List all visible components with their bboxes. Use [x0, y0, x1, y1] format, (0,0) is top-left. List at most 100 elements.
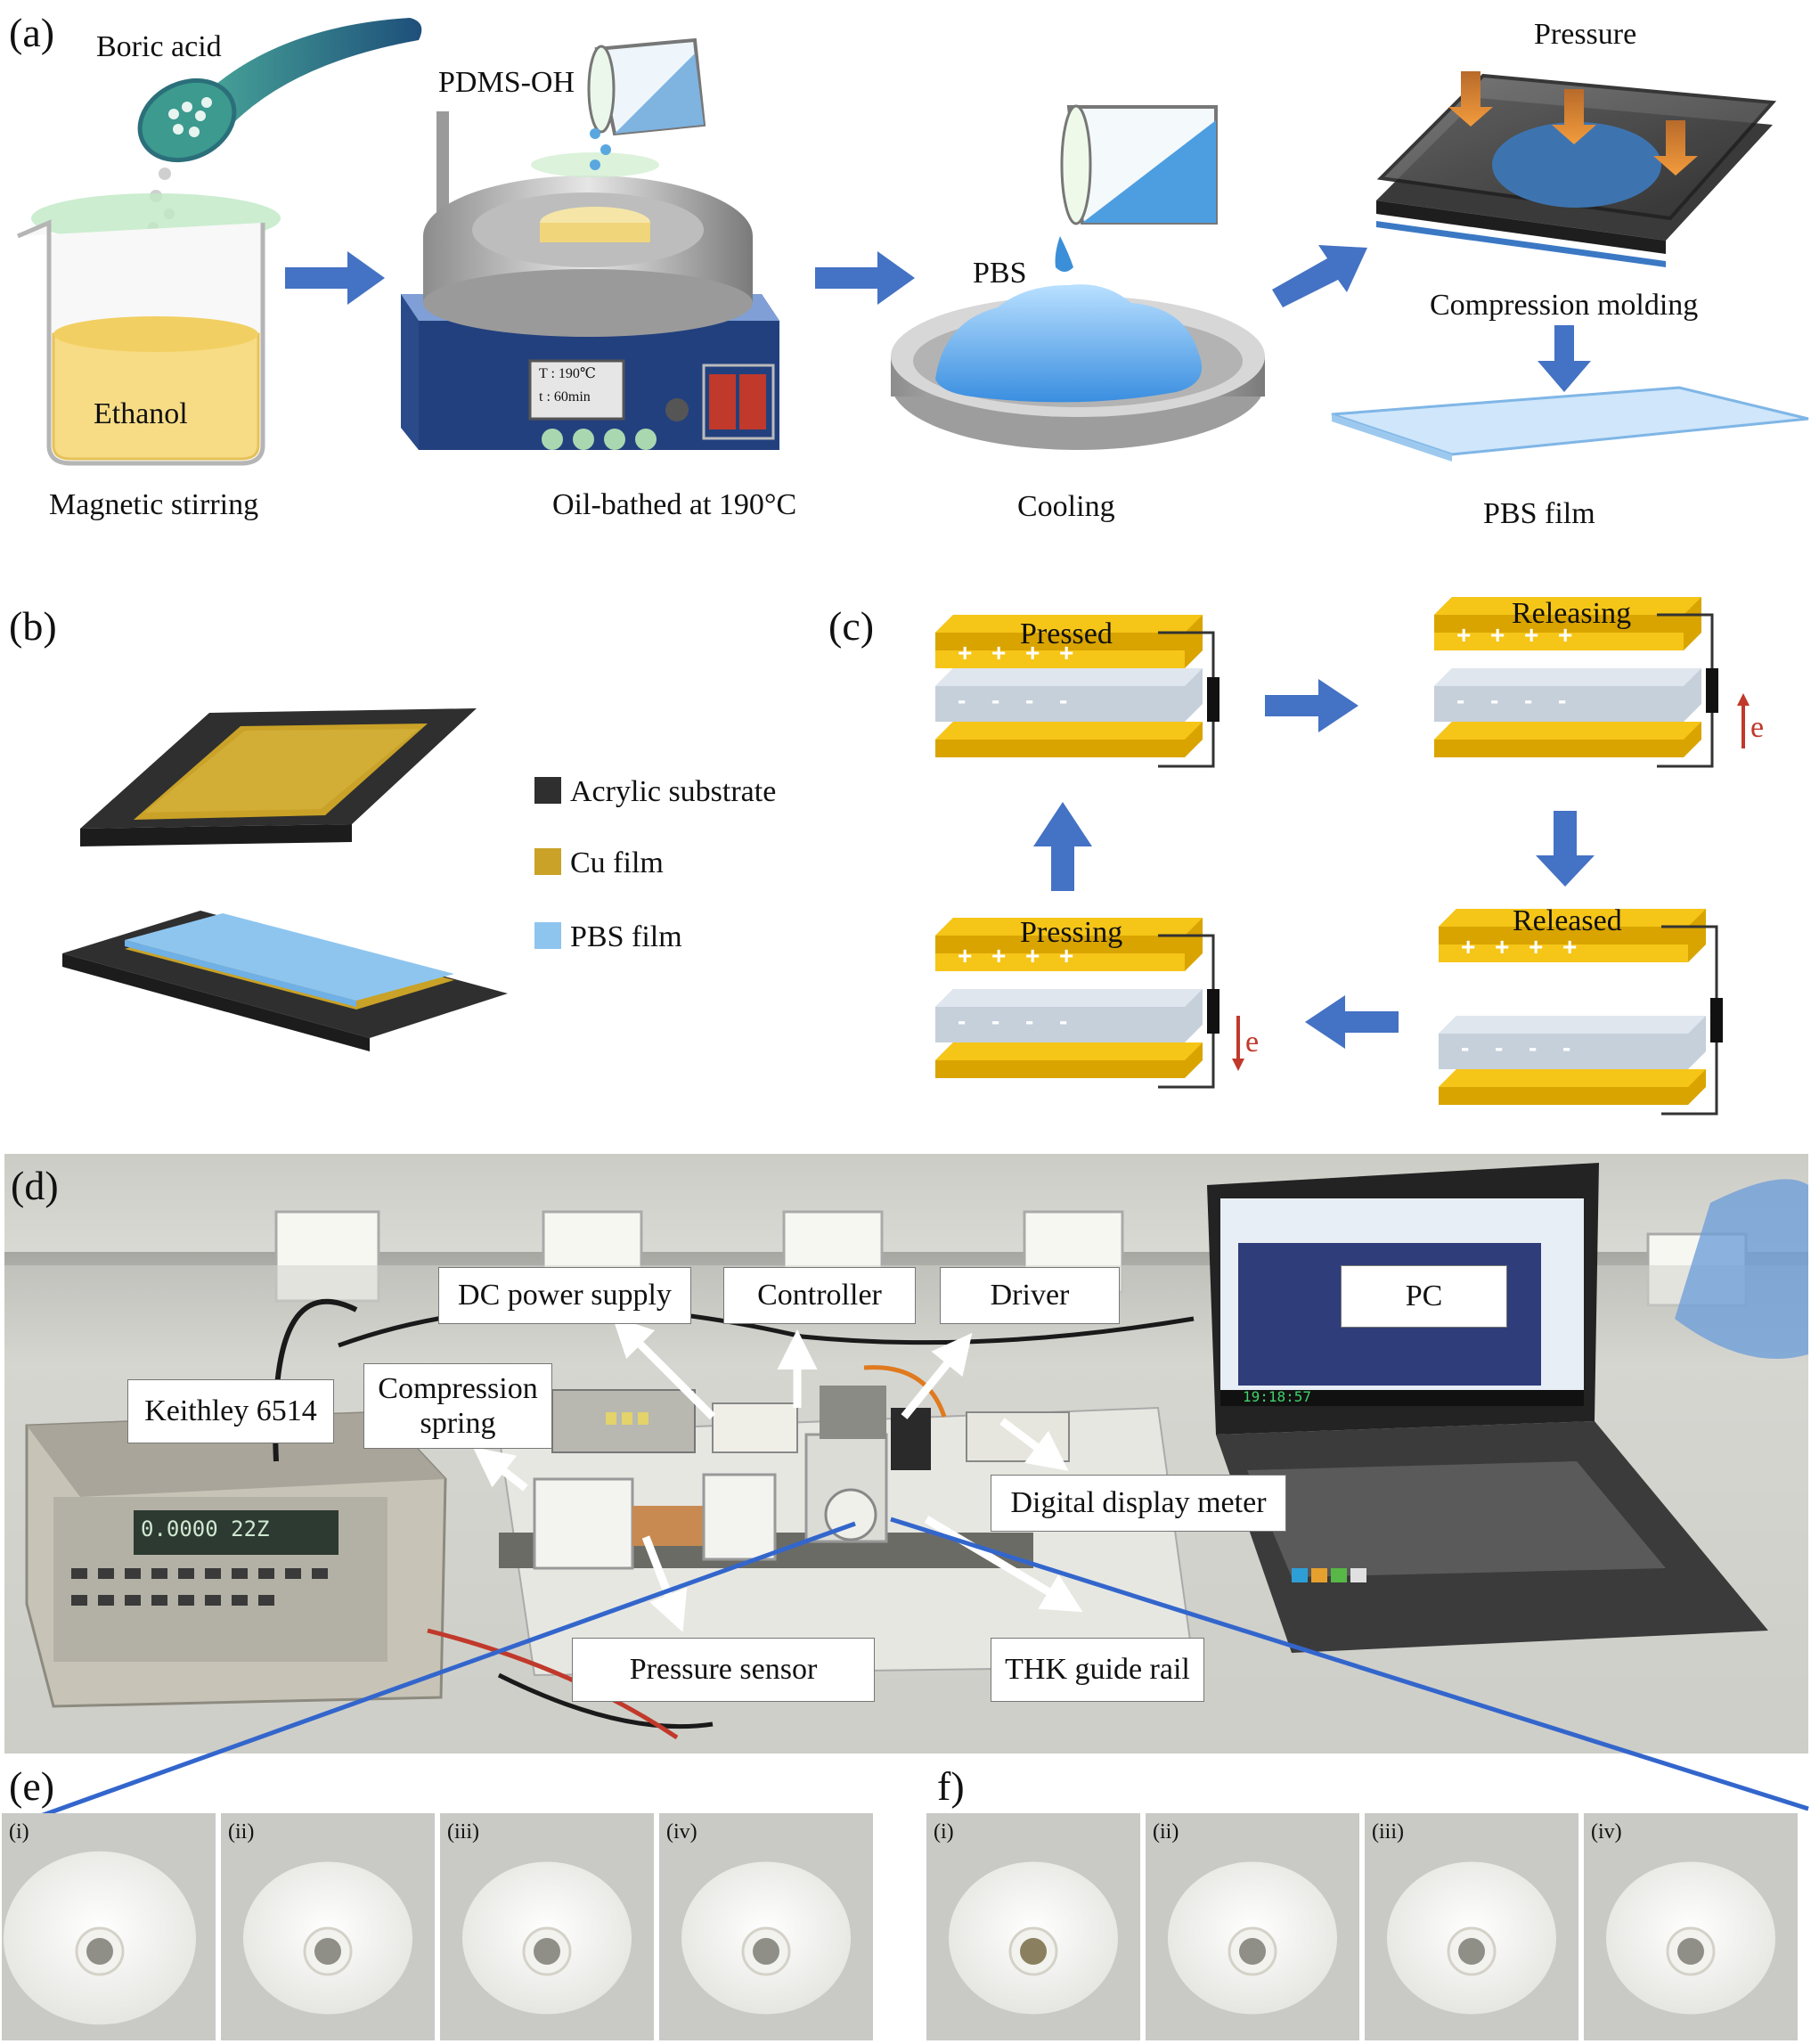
panel-e-photo-tile — [659, 1813, 873, 2040]
plus-charge: + — [1059, 639, 1073, 666]
oil-bath-heater-icon — [401, 111, 779, 450]
state-released-label: Released — [1513, 904, 1622, 937]
panel-f-photo-tile — [1365, 1813, 1578, 2040]
flow-arrow-3 — [1272, 245, 1367, 307]
panel-f-photo-tile — [926, 1813, 1140, 2040]
teng-state-released: ++++---- — [1439, 909, 1723, 1116]
disc-hole — [1239, 1938, 1266, 1965]
panel-f-sublabel: (iii) — [1372, 1820, 1404, 1844]
plus-charge: + — [1456, 621, 1471, 649]
flow-arrow-4 — [1538, 325, 1591, 392]
plus-charge: + — [1025, 942, 1040, 969]
panel-e-sublabel: (iv) — [666, 1820, 697, 1844]
load-resistor — [1706, 668, 1718, 713]
legend-label-pbs: PBS film — [570, 920, 682, 953]
minus-charge: - — [1490, 686, 1498, 714]
load-resistor — [1207, 677, 1219, 722]
disc-hole — [1677, 1938, 1704, 1965]
digital-display-meter-label: Digital display meter — [991, 1475, 1286, 1532]
plus-charge: + — [1558, 621, 1572, 649]
panel-a-letter: (a) — [9, 10, 55, 55]
panel-b — [62, 708, 508, 1051]
state-pressed-label: Pressed — [1020, 617, 1113, 650]
minus-charge: - — [1495, 1034, 1503, 1061]
flow-arrow-1 — [285, 251, 385, 305]
pdms-beaker-icon — [587, 37, 706, 170]
electron-flow-down-label: e — [1245, 1026, 1260, 1059]
cooling-dish-icon — [891, 104, 1265, 450]
legend-swatch-acrylic — [534, 777, 561, 804]
pdms-oh-label: PDMS-OH — [438, 66, 575, 99]
spring-assembly — [533, 1386, 931, 1570]
pc-label: PC — [1341, 1265, 1507, 1328]
oil-bath-label: Oil-bathed at 190°C — [552, 488, 797, 521]
panel-f-photo-tile — [1584, 1813, 1798, 2040]
minus-charge: - — [958, 1007, 966, 1034]
heater-display-temperature: T : 190℃ — [539, 366, 596, 381]
pbs-film-label: PBS film — [1483, 497, 1595, 530]
disc-hole — [86, 1938, 113, 1965]
legend-swatch-pbs — [534, 922, 561, 949]
keithley-electrometer-device — [25, 1410, 447, 1708]
minus-charge: - — [1558, 686, 1566, 714]
plus-charge: + — [1025, 639, 1040, 666]
panel-f-letter: f) — [937, 1763, 965, 1809]
panel-e-sublabel: (i) — [9, 1820, 29, 1844]
ethanol-label: Ethanol — [94, 397, 188, 430]
ethanol-beaker-icon — [17, 193, 281, 466]
screen-clock-readout: 19:18:57 — [1243, 1388, 1312, 1405]
panel-c-letter: (c) — [828, 603, 875, 649]
legend-swatch-cu — [534, 848, 561, 875]
panel-e-sublabel: (ii) — [228, 1820, 255, 1844]
pressure-label: Pressure — [1534, 18, 1637, 51]
panel-e-photo-tile — [440, 1813, 654, 2040]
plus-charge: + — [1059, 942, 1073, 969]
panel-d-setup-photo — [4, 1154, 1809, 1820]
compression-spring-label-line1: Compression — [378, 1371, 538, 1405]
teng-state-pressing: ++++---- — [935, 918, 1219, 1089]
plus-charge: + — [958, 942, 972, 969]
panel-e-photo-tile — [2, 1813, 216, 2040]
cycle-arrow-up — [1033, 802, 1092, 891]
minus-charge: - — [991, 686, 999, 714]
plus-charge: + — [1562, 933, 1577, 961]
panel-e-sublabel: (iii) — [447, 1820, 479, 1844]
plus-charge: + — [958, 639, 972, 666]
driver-label: Driver — [940, 1267, 1120, 1324]
panel-b-letter: (b) — [9, 603, 57, 649]
pbs-label: PBS — [973, 257, 1027, 290]
plus-charge: + — [1461, 933, 1475, 961]
compression-press-icon — [1376, 71, 1777, 267]
disc-hole — [314, 1938, 341, 1965]
heater-display-time: t : 60min — [539, 389, 591, 405]
disc-hole — [1020, 1938, 1047, 1965]
disc-hole — [753, 1938, 779, 1965]
minus-charge: - — [958, 686, 966, 714]
panel-f-sublabel: (ii) — [1153, 1820, 1179, 1844]
acrylic-cu-top-layer — [80, 708, 477, 846]
cycle-arrow-right — [1265, 679, 1358, 732]
magnetic-stirring-label: Magnetic stirring — [49, 488, 259, 521]
flow-arrow-2 — [815, 251, 915, 305]
disc-hole — [534, 1938, 560, 1965]
minus-charge: - — [1059, 686, 1067, 714]
minus-charge: - — [991, 1007, 999, 1034]
dc-power-supply-device — [551, 1389, 696, 1453]
teng-state-pressed: ++++---- — [935, 615, 1219, 768]
minus-charge: - — [1461, 1034, 1469, 1061]
minus-charge: - — [1562, 1034, 1570, 1061]
load-resistor — [1207, 989, 1219, 1034]
panel-e-f-photos — [2, 1813, 1798, 2040]
cooling-label: Cooling — [1017, 490, 1115, 523]
controller-label: Controller — [723, 1267, 916, 1324]
keithley-label: Keithley 6514 — [127, 1379, 334, 1443]
cycle-arrow-down — [1536, 811, 1595, 887]
thk-guide-rail-label: THK guide rail — [991, 1638, 1204, 1702]
legend-label-acrylic: Acrylic substrate — [570, 775, 777, 808]
controller-device — [712, 1402, 798, 1453]
plus-charge: + — [1529, 933, 1543, 961]
acrylic-cu-pbs-bottom-layer — [62, 911, 508, 1051]
compression-molding-label: Compression molding — [1430, 289, 1699, 322]
panel-f-sublabel: (iv) — [1591, 1820, 1622, 1844]
plus-charge: + — [1524, 621, 1538, 649]
